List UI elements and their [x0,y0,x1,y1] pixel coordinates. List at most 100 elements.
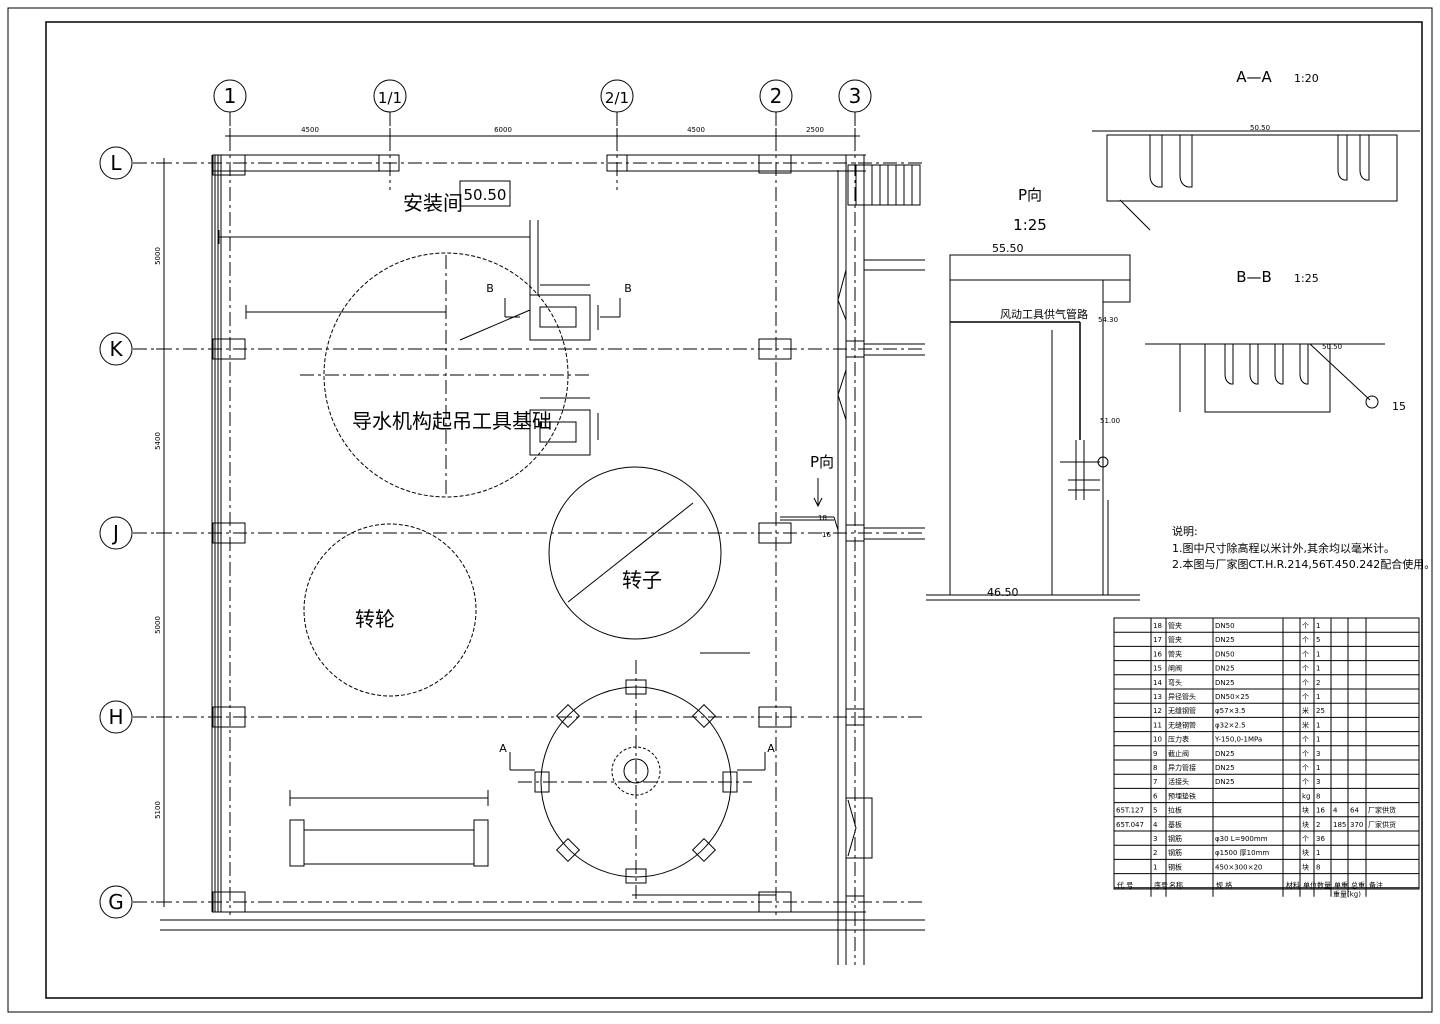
section-bb-elev: 50.50 [1322,343,1342,351]
inner-border [45,21,1423,999]
table-cell: 1 [1316,693,1320,701]
p-direction-arrowhead [813,497,823,508]
section-a-right: A [767,742,775,755]
view-p-scale: 1:25 [1013,216,1047,234]
table-cell: 钢筋 [1168,848,1182,857]
dim-text: 5100 [154,801,162,819]
table-cell: 重量(kg) [1333,891,1361,899]
section-aa-title: A—A [1236,68,1272,86]
axis-label: 1 [224,84,237,108]
axis-grid [133,112,925,965]
table-cell: 无缝钢管 [1168,720,1196,729]
outer-border [7,7,1433,1013]
top-dimensions: 4500 6000 4500 2500 [225,126,860,144]
table-cell: 3 [1153,835,1157,843]
table-cell: 15 [1153,665,1162,673]
table-cell: 2 [1316,821,1320,829]
table-cell: 7 [1153,778,1157,786]
dim-text: 5000 [154,616,162,634]
table-cell: DN50 [1215,622,1235,630]
dim-text: 5000 [154,247,162,265]
table-cell: 64 [1350,807,1359,815]
table-cell: 17 [1153,636,1162,644]
runner-label: 转轮 [355,607,395,631]
axis-bubble-row-j: J [99,516,133,550]
section-b-left: B [486,282,494,295]
table-cell: DN25 [1215,665,1235,673]
room-elevation-box [459,180,511,207]
axis-bubble-col-2-1: 2/1 [600,79,634,113]
table-cell: 6 [1153,792,1158,800]
table-cell: 450×300×20 [1215,863,1262,871]
table-cell: DN50×25 [1215,693,1249,701]
table-cell: 2 [1316,679,1320,687]
table-cell: 个 [1302,835,1309,843]
view-p-elev-middle: 51.00 [1100,417,1120,425]
table-cell: 个 [1302,650,1309,658]
table-cell: DN25 [1215,778,1235,786]
axis-bubble-row-k: K [99,332,133,366]
table-cell: 1 [1316,650,1320,658]
notes-line-1: 1.图中尺寸除高程以米计外,其余均以毫米计。 [1172,541,1395,555]
table-cell: φ57×3.5 [1215,707,1246,715]
section-bb-body [1145,343,1385,413]
axis-bubble-col-2: 2 [759,79,793,113]
table-cell: 个 [1302,764,1309,772]
axis-bubble-row-g: G [99,885,133,919]
dim-text: 6000 [494,126,512,134]
axis-label: L [110,151,122,175]
table-cell: 米 [1302,720,1309,729]
axis-label: 2 [770,84,783,108]
table-cell: 材料 [1286,881,1300,890]
view-p-title: P向 [1018,186,1042,204]
axis-label: 2/1 [605,89,629,107]
table-cell: 25 [1316,707,1325,715]
table-cell: DN50 [1215,650,1235,658]
table-cell: 弯头 [1168,678,1182,687]
table-cell: 活接头 [1168,777,1189,786]
table-cell: Y-150,0-1MPa [1214,736,1262,744]
axis-bubble-col-1: 1 [213,79,247,113]
axis-label: G [108,890,124,914]
rotor-label: 转子 [622,568,662,592]
axis-label: K [109,337,123,361]
table-cell: 钢板 [1168,862,1182,871]
table-cell: 65T.127 [1116,807,1144,815]
dim-text: 4500 [301,126,319,134]
table-cell: 块 [1302,848,1309,857]
table-cell: 个 [1302,622,1309,630]
table-cell: 9 [1153,750,1157,758]
section-aa-scale: 1:20 [1294,72,1319,85]
table-cell: 10 [1153,736,1162,744]
supply-pipe-plan [780,516,839,531]
hoist-base-label: 导水机构起吊工具基础 [352,409,552,433]
dim-text: 4500 [687,126,705,134]
runner-outline [303,523,477,697]
table-cell: DN25 [1215,636,1235,644]
table-cell: 36 [1316,835,1325,843]
section-aa-elev: 50.50 [1250,124,1270,132]
table-cell: 压力表 [1168,735,1189,744]
table-cell: 1 [1316,849,1320,857]
section-a-left: A [499,742,507,755]
table-cell: 预埋垫铁 [1168,791,1196,800]
table-cell: 16 [1316,807,1325,815]
table-cell: 14 [1153,679,1162,687]
view-p-pipe-label: 风动工具供气管路 [1000,307,1088,321]
table-cell: 个 [1302,778,1309,786]
table-cell: 12 [1153,707,1162,715]
room-label: 安装间 [403,191,463,215]
axis-bubble-col-1-1: 1/1 [373,79,407,113]
section-bb-scale: 1:25 [1294,272,1319,285]
table-cell: 异力管接 [1168,763,1196,772]
table-cell: 个 [1302,665,1309,673]
table-cell: 8 [1153,764,1157,772]
table-cell: φ30 L=900mm [1215,835,1268,843]
left-dimensions: 5000 5400 5000 5100 [154,158,172,907]
table-cell: 截止阀 [1168,749,1189,758]
notes-line-2: 2.本图与厂家图CT.H.R.214,56T.450.242配合使用。 [1172,557,1435,571]
section-aa-body [1092,130,1420,231]
axis-label: H [108,705,123,729]
